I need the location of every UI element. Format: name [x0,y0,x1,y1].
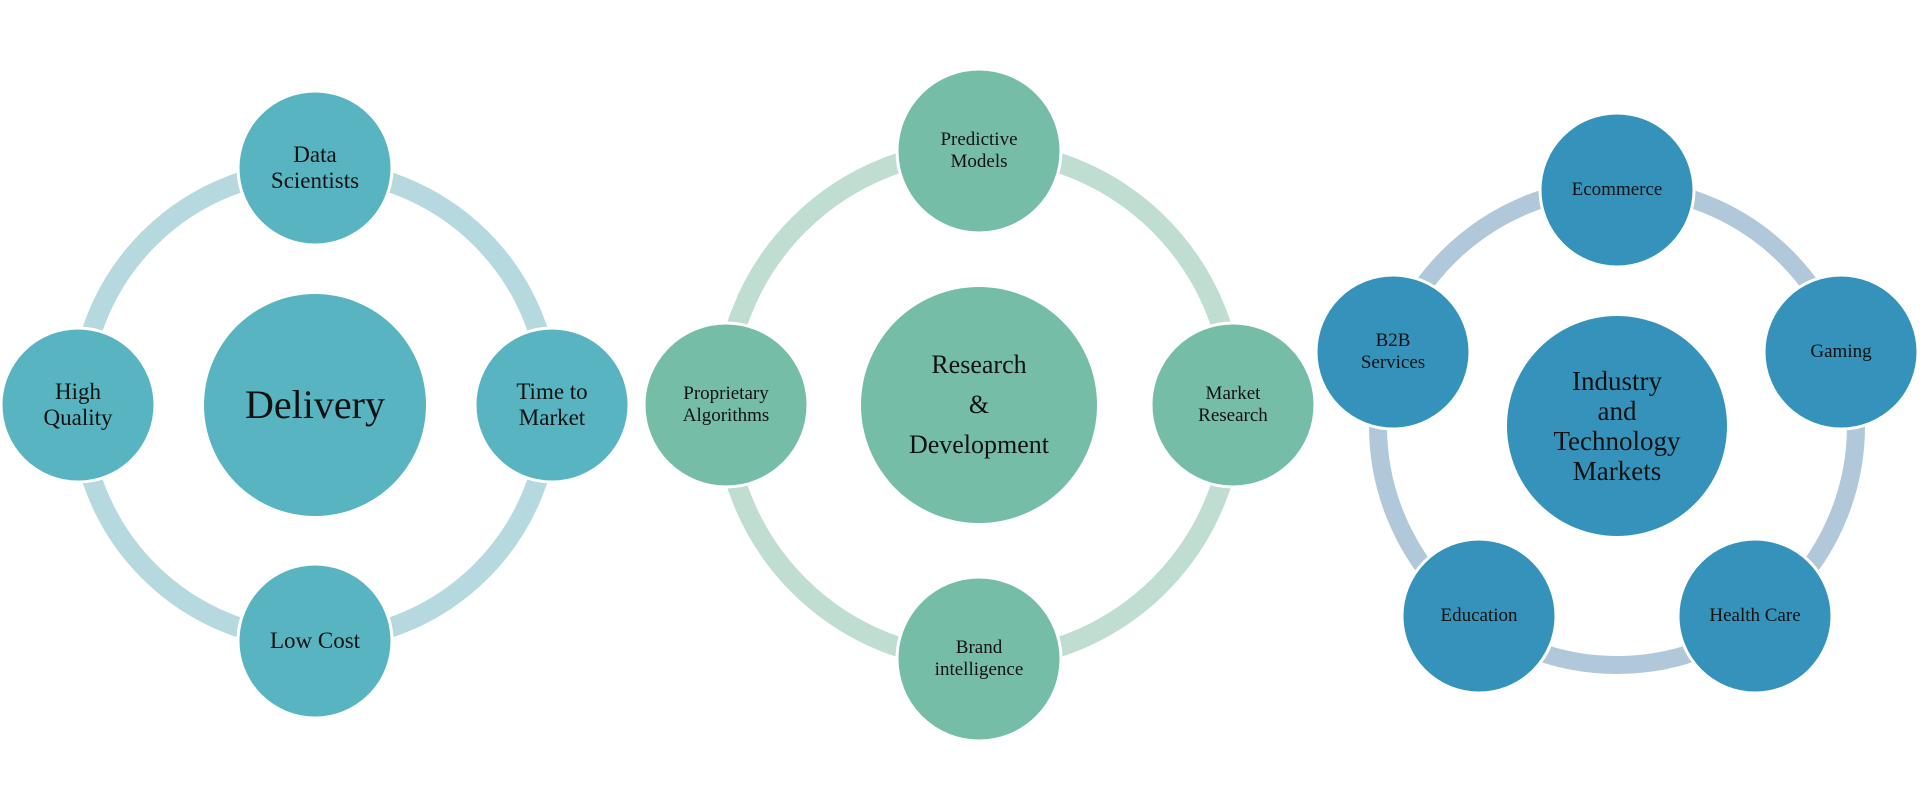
markets-node-gaming-circle [1762,273,1920,431]
markets-node-ecommerce-circle [1538,111,1696,269]
research-node-brand-intelligence-circle [895,575,1063,743]
research-node-proprietary-algorithms-label: Proprietary Algorithms [682,383,770,426]
research-node-predictive-models-circle [895,67,1063,235]
markets-center-circle [1507,316,1727,536]
markets-center-label: Industry and Technology Markets [1553,365,1681,487]
delivery-node-time-to-market-label: Time to Market [516,378,588,430]
delivery-node-high-quality-label: High Quality [43,378,113,430]
markets-node-b2b-services-circle [1314,273,1472,431]
markets-node-health-care-label: Health Care [1709,605,1801,627]
research-node-brand-intelligence-label: Brand intelligence [934,637,1024,680]
research-center-circle [861,287,1097,523]
delivery-node-time-to-market-circle [473,326,631,484]
delivery-center-label: Delivery [245,382,385,427]
research-node-market-research-label: Market Research [1198,383,1268,426]
research-node-proprietary-algorithms-circle [642,321,810,489]
delivery-node-low-cost-label: Low Cost [269,627,361,653]
delivery-node-low-cost-circle [236,562,394,720]
markets-node-gaming-label: Gaming [1810,341,1872,363]
markets-node-ecommerce-label: Ecommerce [1571,179,1663,201]
delivery-center-circle [204,294,426,516]
markets-node-health-care-circle [1676,537,1834,695]
research-node-predictive-models-label: Predictive Models [940,129,1018,172]
delivery-node-data-scientists-circle [236,89,394,247]
delivery-node-data-scientists-label: Data Scientists [270,141,360,193]
markets-node-b2b-services-label: B2B Services [1360,330,1426,373]
research-center-label: Research & Development [908,349,1050,460]
research-node-market-research-circle [1149,321,1317,489]
delivery-node-high-quality-circle [0,326,157,484]
markets-node-education-label: Education [1440,605,1518,627]
markets-node-education-circle [1400,537,1558,695]
